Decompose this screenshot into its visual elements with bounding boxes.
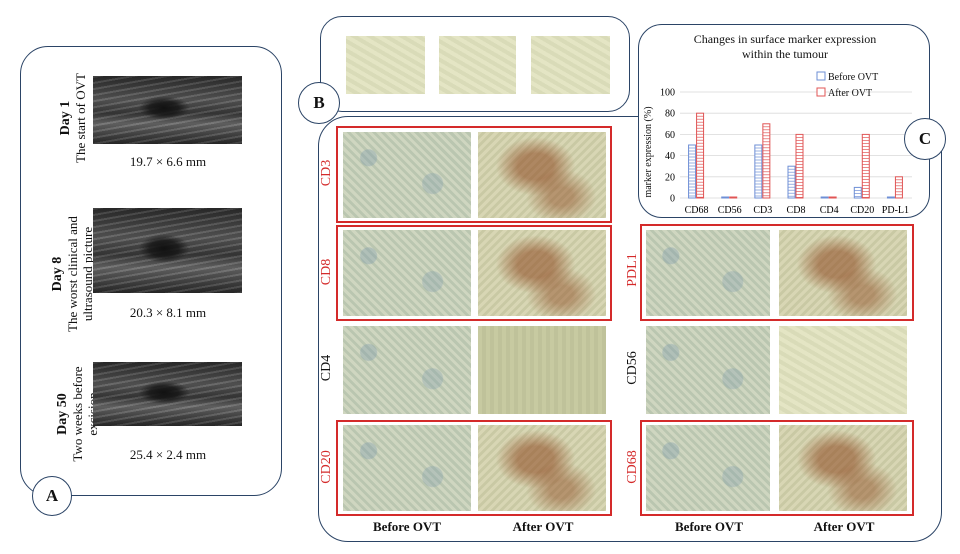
chart-yticks: 0 20 40 60 80 100 (660, 88, 675, 205)
bar-cd4-before (820, 196, 829, 199)
ultrasound-day-1 (93, 76, 242, 144)
day-1-size: 19.7 × 6.6 mm (129, 154, 207, 169)
cd56-after-image (779, 326, 907, 414)
cd8-after-image (478, 230, 606, 316)
y-tick-label: 80 (665, 109, 675, 120)
cd3-before-image (343, 132, 471, 218)
y-tick-label: 40 (665, 151, 675, 162)
cd20-after-image (478, 425, 606, 511)
cd4-before-image (343, 326, 471, 414)
cd20-frame (336, 420, 612, 516)
cd68-before-image (646, 425, 770, 511)
cd20-before-image (343, 425, 471, 511)
cd4-after-image (478, 326, 606, 414)
x-tick-label: CD8 (787, 205, 806, 216)
chart-bars (688, 112, 903, 199)
right-after-label: After OVT (813, 519, 875, 534)
chart-title-2: within the tumour (742, 47, 828, 61)
cd3-label: CD3 (319, 159, 334, 187)
right-before-label: Before OVT (675, 519, 743, 534)
pdl1-frame (640, 224, 914, 321)
cd68-frame (640, 420, 914, 516)
cd68-after-image (779, 425, 907, 511)
pdl1-label: PDL1 (625, 253, 640, 287)
legend-before-label: Before OVT (828, 72, 878, 83)
cd4-label: CD4 (319, 354, 334, 382)
chart-grid (680, 91, 912, 199)
y-tick-label: 20 (665, 172, 675, 183)
cd8-frame (336, 225, 612, 321)
panel-c-badge: C (904, 118, 946, 160)
cd3-after-image (478, 132, 606, 218)
bar-cd8-before (787, 165, 796, 199)
pdl1-before-image (646, 230, 770, 316)
day-8-size: 20.3 × 8.1 mm (129, 305, 207, 320)
left-before-label: Before OVT (373, 519, 441, 534)
bar-cd68-after (696, 112, 705, 199)
panel-a-badge: A (32, 476, 72, 516)
bar-cd56-after (729, 196, 738, 199)
bar-cd3-before (754, 144, 763, 199)
bar-cd8-after (795, 133, 804, 199)
bar-cd20-after (861, 133, 870, 199)
ultrasound-day-8 (93, 208, 242, 293)
marker-chart: Changes in surface marker expression wit… (643, 32, 912, 216)
x-tick-label: CD56 (718, 205, 742, 216)
panel-c-frame (638, 24, 930, 218)
panel-b-image-1 (346, 36, 425, 94)
day-8-title: Day 8 (50, 256, 65, 292)
chart-xticks: CD68 CD56 CD3 CD8 CD4 CD20 PD-L1 (685, 205, 909, 216)
x-tick-label: PD-L1 (882, 205, 909, 216)
panel-b-image-3 (531, 36, 610, 94)
cd56-label: CD56 (625, 351, 640, 385)
legend-after-label: After OVT (828, 88, 872, 99)
bar-cd20-before (853, 186, 862, 199)
panel-b-image-2 (439, 36, 516, 94)
day-1-caption: The start of OVT (73, 73, 88, 163)
day-1-title: Day 1 (58, 100, 73, 136)
bar-cd68-before (688, 144, 697, 199)
day-50-size: 25.4 × 2.4 mm (129, 447, 207, 462)
chart-title-1: Changes in surface marker expression (694, 32, 877, 46)
cd8-label: CD8 (319, 258, 334, 286)
cd68-label: CD68 (625, 450, 640, 484)
x-tick-label: CD68 (685, 205, 709, 216)
bar-cd4-after (828, 196, 837, 199)
panel-b-badge: B (298, 82, 340, 124)
x-tick-label: CD3 (753, 205, 772, 216)
bar-pd-l1-before (886, 196, 895, 199)
chart-legend: Before OVT After OVT (816, 71, 878, 99)
cd20-label: CD20 (319, 450, 334, 484)
x-tick-label: CD4 (820, 205, 839, 216)
day-50-title: Day 50 (55, 393, 70, 435)
y-tick-label: 0 (670, 194, 675, 205)
y-tick-label: 100 (660, 88, 675, 99)
bar-cd56-before (721, 196, 730, 199)
ultrasound-day-50 (93, 362, 242, 426)
legend-swatch-after (816, 87, 826, 97)
y-tick-label: 60 (665, 130, 675, 141)
cd56-before-image (646, 326, 770, 414)
legend-swatch-before (816, 71, 826, 81)
cd8-before-image (343, 230, 471, 316)
pdl1-after-image (779, 230, 907, 316)
bar-cd3-after (762, 123, 771, 199)
day-8-label: Day 8 The worst clinical and ultrasound … (50, 209, 98, 339)
chart-ylabel: marker expression (%) (643, 106, 654, 197)
cd3-frame (336, 126, 612, 223)
day-8-caption-1: The worst clinical and (65, 216, 80, 332)
x-tick-label: CD20 (850, 205, 874, 216)
left-after-label: After OVT (512, 519, 574, 534)
day-50-caption-1: Two weeks before (70, 366, 85, 462)
day-1-label: Day 1 The start of OVT (58, 68, 90, 168)
